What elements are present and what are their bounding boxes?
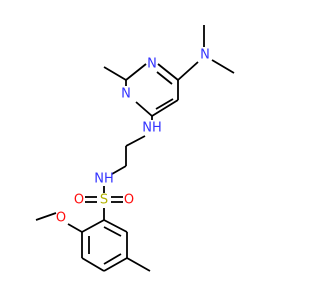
atom-nh-sulfonamide: NH	[94, 172, 114, 187]
bond-o-methyl	[35, 212, 57, 221]
bond-ar-methyl	[126, 257, 151, 272]
bond-layer	[35, 25, 235, 272]
bond-ar-c1-c2	[81, 219, 105, 233]
bond-ar-c3-c4	[81, 257, 105, 272]
bond-ar-c4-c5-inner	[103, 253, 122, 265]
atom-o-sulfonyl-right: O	[124, 193, 134, 208]
atom-s-sulfonyl: S	[100, 193, 108, 208]
bond-ring-c6-c5-inner	[155, 98, 174, 110]
atom-o-methoxy: O	[56, 211, 66, 226]
bond-ar-c4-c5	[103, 257, 128, 272]
atom-o-sulfonyl-left: O	[74, 193, 84, 208]
bond-ar-o	[67, 223, 83, 233]
bond-ring-c4-n3	[157, 63, 179, 81]
bond-nme-ring	[177, 61, 199, 81]
bond-ch2-nh	[111, 165, 127, 175]
bond-nh-ch2	[125, 135, 146, 147]
molecule-structure-diagram: N N N NH NH S O O O	[35, 25, 235, 272]
bond-ring-methyl	[103, 66, 127, 81]
bond-nme-methyl-right	[211, 59, 235, 74]
atom-n-ring-top: N	[147, 57, 157, 72]
bond-ring-c4-n3-inner	[156, 71, 173, 85]
bond-ar-c6-c1-inner	[103, 226, 122, 237]
atom-n-dimethyl: N	[200, 48, 210, 63]
atom-n-ring-bottom: N	[121, 87, 131, 102]
atom-nh-amine: NH	[142, 121, 162, 136]
bond-ring-n3-c2	[125, 63, 147, 81]
bond-ring-c6-c5	[151, 99, 179, 117]
bond-ar-c6-c1	[103, 219, 128, 233]
atom-label-layer: N N N NH NH S O O O	[56, 48, 210, 226]
bond-ring-n1-c6	[135, 101, 153, 117]
